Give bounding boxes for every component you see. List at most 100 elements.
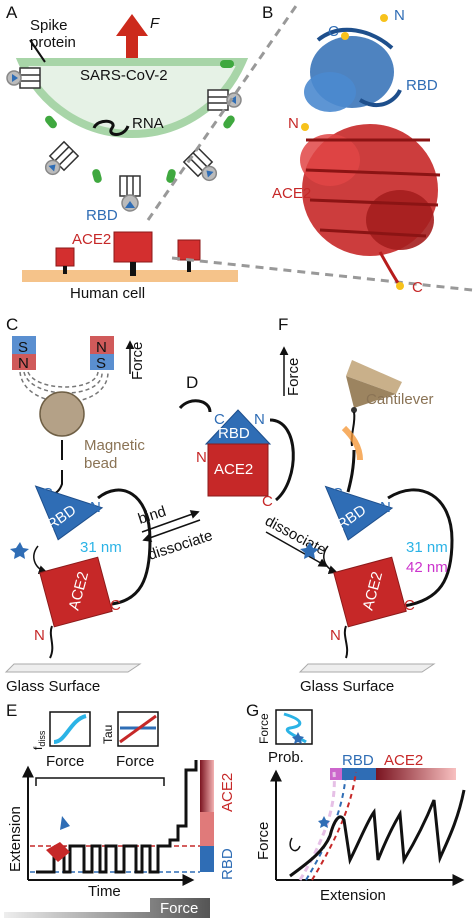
magnetic-bead-icon [39, 391, 85, 437]
c-terminus-marker [341, 32, 349, 40]
b-n2-label: N [288, 115, 299, 132]
membrane-protein [45, 115, 57, 129]
g-force-axis: Force [255, 822, 272, 860]
c-glass-label: Glass Surface [6, 678, 100, 695]
cantilever-label: Cantilever [366, 391, 434, 408]
b-c-label: C [328, 23, 339, 40]
f-n2-label: N [330, 627, 341, 644]
e-mini-ace2 [46, 842, 70, 862]
panel-d: D RBD C N ACE2 N C bind dissociate disso… [136, 373, 329, 567]
ace2-receptor-icon [55, 231, 201, 276]
c-n-label: N [90, 499, 101, 516]
binding-arrow [33, 545, 48, 574]
f-linker-top [350, 411, 356, 447]
spike-protein-label-1: Spike [30, 17, 68, 34]
e-trace [36, 760, 198, 874]
inset-fdiss-curve [53, 714, 87, 744]
magnetic-bead-label-1: Magnetic [84, 437, 145, 454]
g-star-icon [318, 816, 330, 828]
magnet-n-label: N [18, 355, 29, 372]
membrane-protein [166, 169, 176, 183]
spike-pointer [29, 39, 46, 63]
dissociate-arrow [142, 519, 201, 542]
g-bar-rbd [342, 768, 376, 780]
c-c2-label: C [110, 597, 121, 614]
inset-force-2: Force [116, 753, 154, 770]
bind-arrow [141, 510, 200, 533]
g-rbd-label: RBD [342, 752, 374, 769]
g-inset-prob: Prob. [268, 749, 304, 766]
d-ace2-label: ACE2 [214, 461, 253, 478]
force-label: F [150, 15, 160, 32]
d-rbd-label: RBD [218, 425, 250, 442]
e-ace2-bar-2 [200, 812, 214, 846]
ace2-block-c [39, 556, 113, 628]
panel-label-f: F [278, 315, 288, 334]
d-linker-loop [269, 418, 295, 502]
rna-icon [92, 119, 130, 136]
f-c2-label: C [404, 597, 415, 614]
membrane-protein [220, 60, 234, 68]
c-n4-label: N [34, 627, 45, 644]
dissociate-arrow-2 [265, 531, 328, 567]
e-rbd-bar [200, 846, 214, 872]
f-c-label: C [332, 485, 343, 502]
panel-e: E fdiss Force Tau Force Extension Time A… [4, 701, 236, 918]
b-rbd-label: RBD [406, 77, 438, 94]
e-extension-label: Extension [7, 806, 24, 872]
f-glass-surface [298, 663, 436, 673]
rbd-label-a: RBD [86, 207, 118, 224]
linker-c [51, 470, 63, 495]
ace2-n-terminus-marker [301, 123, 309, 131]
virus-label: SARS-CoV-2 [80, 67, 168, 84]
n-terminus-marker [380, 14, 388, 22]
f-length-label-2: 42 nm [406, 559, 448, 576]
g-force-trace [289, 789, 466, 878]
magnet-icon [12, 336, 114, 370]
d-c-label: C [214, 411, 225, 428]
d-n2-label: N [196, 449, 207, 466]
f-glass-label: Glass Surface [300, 678, 394, 695]
magnet-s2-label: S [96, 355, 106, 372]
e-rbd-label: RBD [219, 848, 236, 880]
magnet-n2-label: N [96, 339, 107, 356]
ace2-c-terminus-marker [396, 282, 404, 290]
membrane-protein [223, 115, 235, 129]
force-label-f: Force [285, 358, 302, 396]
e-bracket [35, 777, 165, 786]
panel-label-g: G [246, 701, 259, 720]
rbd-triangle [34, 485, 104, 541]
e-ace2-bar [200, 760, 214, 812]
e-force-ramp-label: Force [160, 900, 198, 917]
panel-a: A Spike protein F SARS-CoV-2 RNA [6, 3, 473, 302]
f-star-icon [300, 542, 319, 559]
force-arrow-icon [116, 14, 148, 58]
panel-b: B C N RBD N ACE2 C [262, 3, 441, 296]
g-bar-linker [330, 768, 342, 780]
star-icon [10, 542, 29, 559]
tip-apex [351, 407, 357, 413]
inset-fdiss-axis: fdiss [31, 730, 47, 750]
membrane-protein [92, 169, 102, 183]
human-cell-label: Human cell [70, 285, 145, 302]
g-ace2-label: ACE2 [384, 752, 423, 769]
b-ace2-label: ACE2 [272, 185, 311, 202]
g-inset-force: Force [257, 713, 271, 744]
g-wlc-red [311, 771, 357, 881]
panel-f: F Force Cantilever RBD C N 31 nm 42 nm A… [278, 315, 454, 695]
b-c2-label: C [412, 279, 423, 296]
f-rbd-triangle [324, 485, 394, 541]
ace2-structure [300, 124, 441, 287]
dissociate-label: dissociate [146, 527, 215, 564]
f-n-label: N [380, 499, 391, 516]
f-surface-linker [343, 625, 349, 659]
panel-label-c: C [6, 315, 18, 334]
cantilever-tip [346, 376, 396, 408]
b-n-label: N [394, 7, 405, 24]
d-ace2-block [207, 443, 269, 497]
zoom-line-top [146, 5, 298, 221]
force-label-c: Force [129, 342, 146, 380]
d-c2-label: C [262, 493, 273, 510]
cantilever-icon [346, 360, 402, 394]
